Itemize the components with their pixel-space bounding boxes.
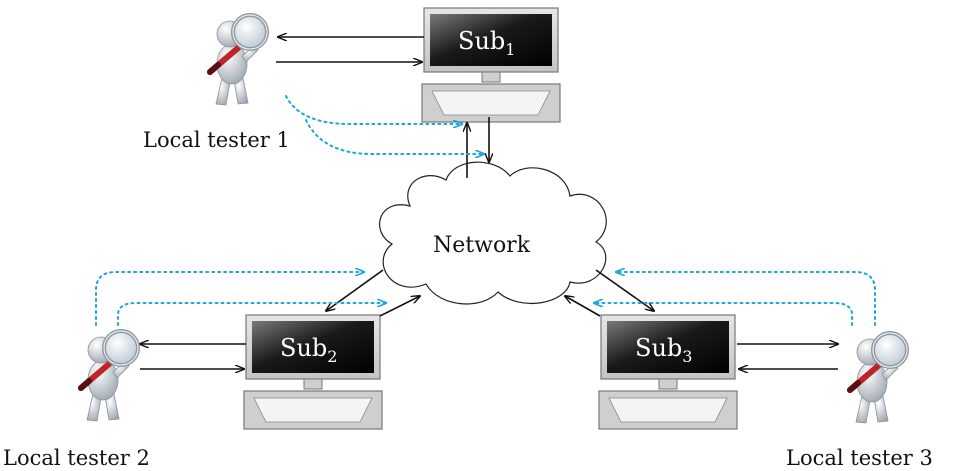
- tester1-label: Local tester 1: [143, 128, 290, 152]
- tester3-links: [737, 344, 838, 369]
- tester2-label: Local tester 2: [3, 446, 150, 470]
- network-cloud: Network: [379, 161, 607, 305]
- tester1-links: [276, 37, 424, 62]
- sub2-label: Sub2: [280, 334, 337, 366]
- sub1-label: Sub1: [458, 27, 515, 59]
- sub3-label: Sub3: [635, 334, 692, 366]
- sub1-monitor: Sub1: [421, 7, 561, 123]
- sub2-monitor: Sub2: [243, 314, 383, 430]
- sub3-monitor: Sub3: [598, 314, 738, 430]
- sub2-network-links: [326, 269, 420, 317]
- tester1-icon: [210, 15, 267, 105]
- network-label: Network: [433, 233, 531, 258]
- tester3-icon: [850, 333, 907, 423]
- tester1-dotted-links: [285, 95, 485, 154]
- tester2-dotted-links: [95, 272, 387, 326]
- tester3-dotted-links: [593, 272, 876, 326]
- sub3-network-links: [565, 269, 654, 317]
- tester2-links: [140, 344, 246, 369]
- tester3-label: Local tester 3: [786, 446, 933, 470]
- tester2-icon: [81, 331, 138, 421]
- sub1-network-links: [467, 117, 489, 178]
